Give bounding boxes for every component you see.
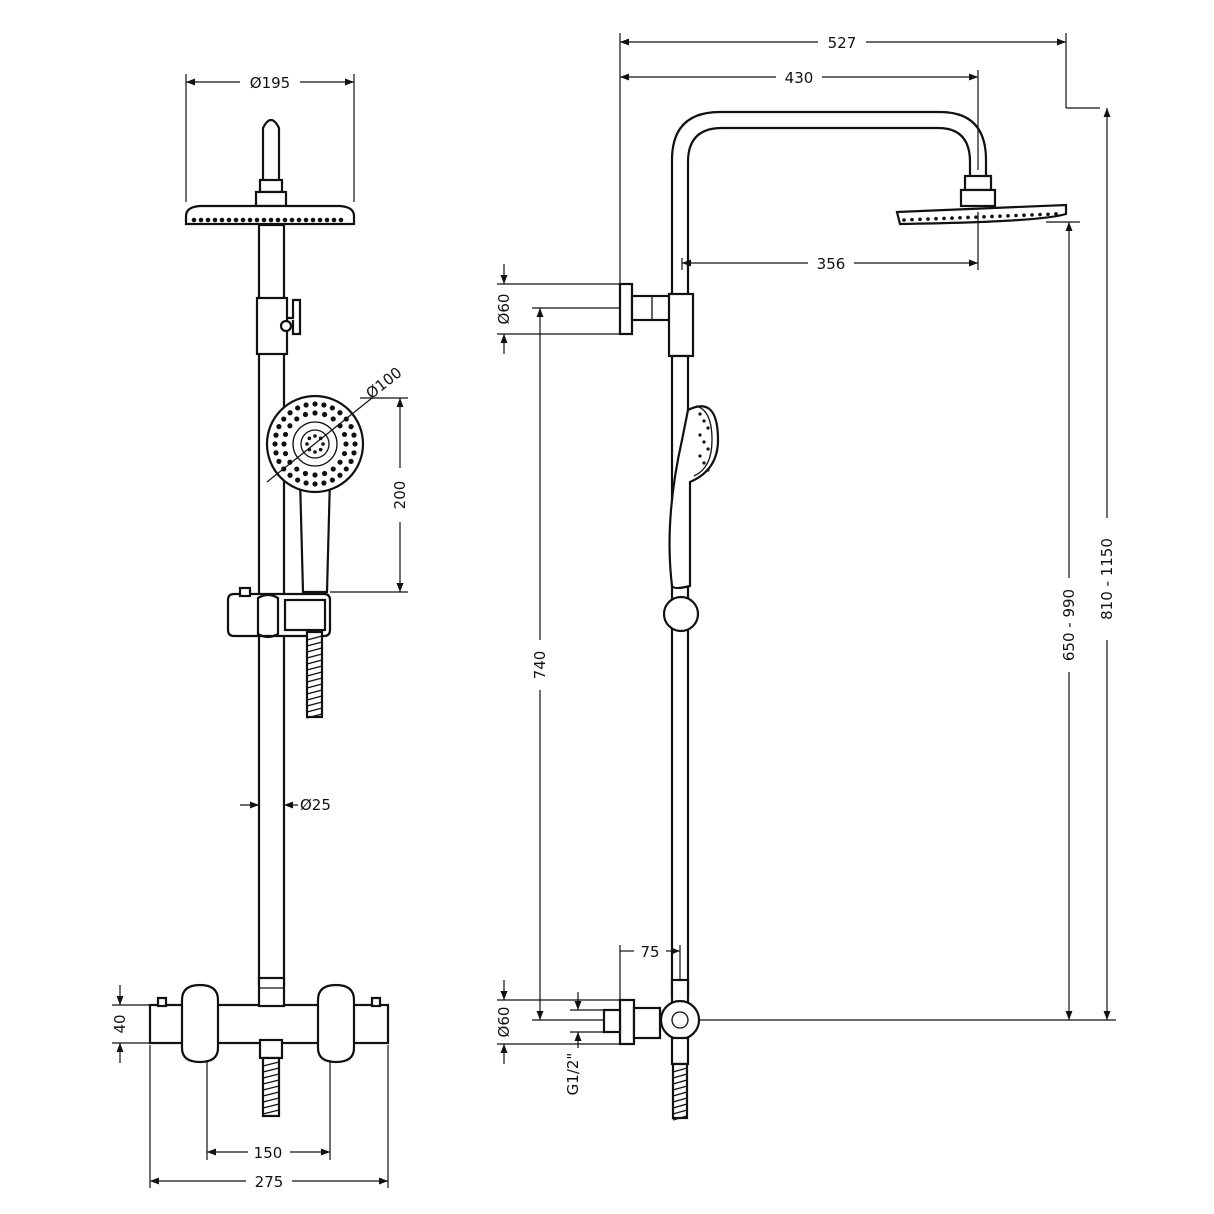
side-riser-and-arm <box>670 110 988 297</box>
front-diverter-lever <box>287 298 302 336</box>
side-valve-body <box>632 1006 662 1040</box>
side-head-swivel <box>963 174 993 192</box>
side-diverter-body <box>667 292 695 358</box>
front-valve-knob-right <box>316 983 356 1064</box>
label-front-handset-length: 200 <box>391 481 409 510</box>
label-side-bracket-diameter: Ø60 <box>495 294 513 325</box>
side-overhead-head <box>895 203 1068 226</box>
front-head-swivel <box>258 178 284 194</box>
label-side-head-height: 650 - 990 <box>1060 589 1078 661</box>
side-wall-bracket-plate <box>618 282 634 336</box>
side-head-nozzles <box>902 212 1058 222</box>
front-valve-outlet <box>258 1038 284 1060</box>
side-valve-inlet <box>602 1008 622 1034</box>
front-head-arm <box>261 118 281 197</box>
label-side-bracket-height: 740 <box>531 651 549 680</box>
side-valve-outlet <box>670 1036 690 1066</box>
side-slider-knob <box>662 595 700 633</box>
side-valve-wall-plate <box>618 998 636 1046</box>
label-side-arm-projection: 430 <box>785 69 814 87</box>
label-front-valve-width: 275 <box>255 1173 284 1191</box>
front-head-nozzles <box>191 217 344 223</box>
side-view <box>602 110 1068 1121</box>
label-front-rail-diameter: Ø25 <box>300 796 331 814</box>
label-side-valve-offset: 75 <box>640 943 659 961</box>
front-handset-handle <box>298 476 332 594</box>
side-valve-knob <box>659 999 701 1041</box>
label-side-total-height: 810 - 1150 <box>1098 538 1116 620</box>
front-diverter-body <box>255 296 289 356</box>
label-side-valve-diameter: Ø60 <box>495 1007 513 1038</box>
label-side-total-projection: 527 <box>828 34 857 52</box>
front-view <box>148 118 390 1118</box>
dimension-lines <box>112 33 1116 1188</box>
label-front-handset-diameter: Ø100 <box>362 364 405 403</box>
label-front-head-diameter: Ø195 <box>250 74 290 92</box>
front-handset-nozzles <box>272 401 358 487</box>
label-side-arm-reach: 356 <box>817 255 846 273</box>
side-handset <box>668 405 720 590</box>
dimension-labels: Ø195 Ø100 200 Ø25 40 150 275 527 430 356… <box>111 34 1116 1191</box>
label-front-inlet-centres: 150 <box>254 1144 283 1162</box>
front-valve-knob-left <box>180 983 220 1064</box>
front-rail-connector <box>257 976 286 1008</box>
label-side-inlet-thread: G1/2" <box>564 1053 582 1096</box>
label-front-valve-height: 40 <box>111 1014 129 1033</box>
